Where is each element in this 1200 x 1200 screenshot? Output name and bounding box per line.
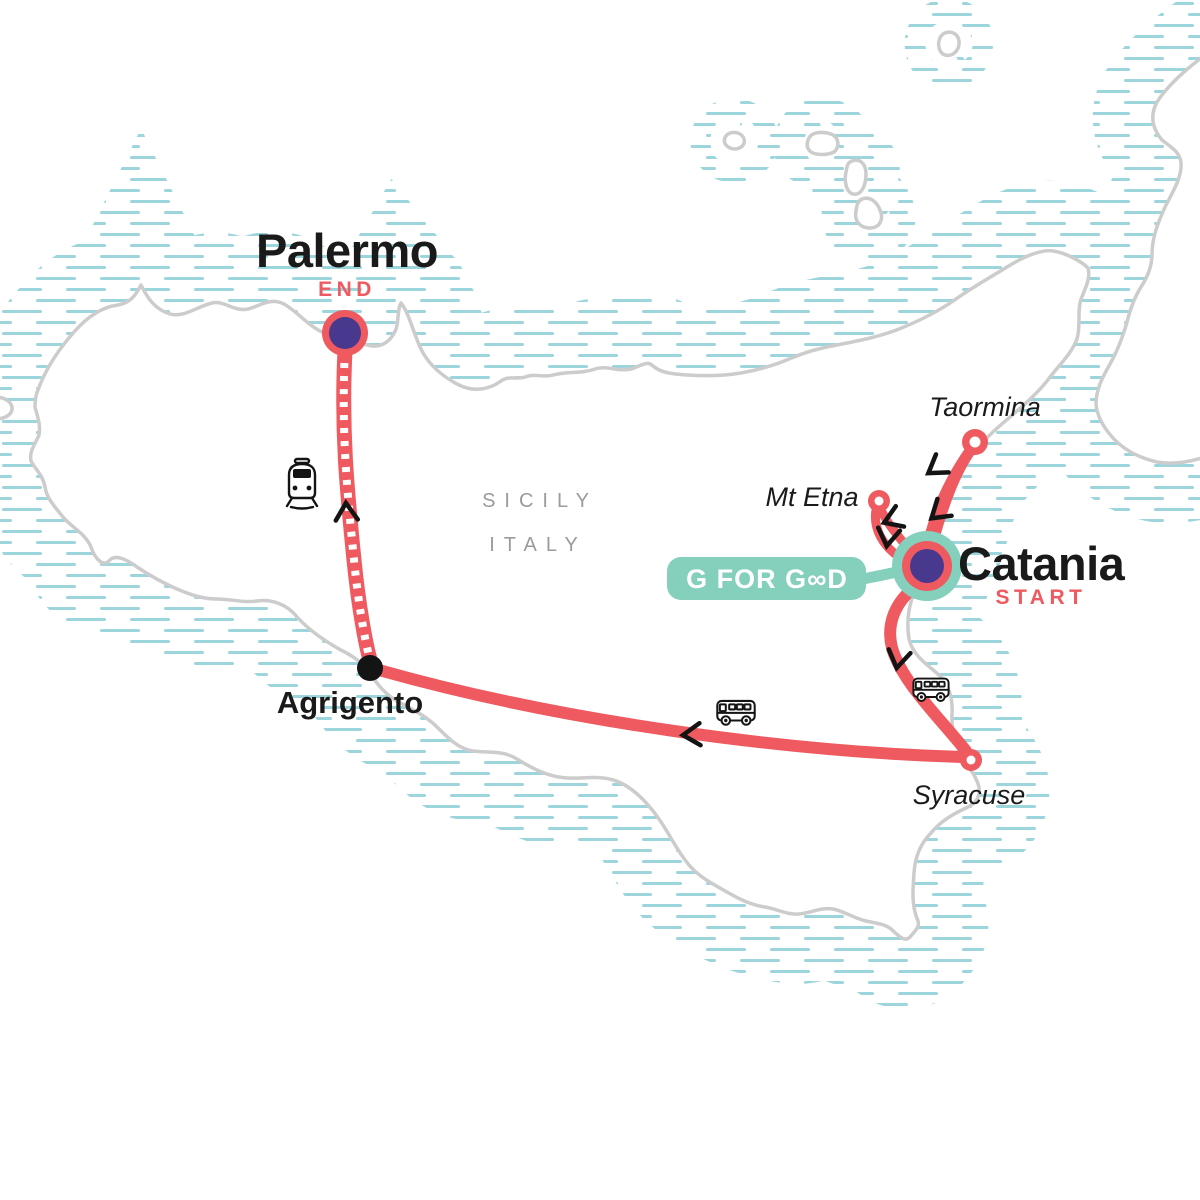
direction-arrow	[875, 525, 903, 551]
syracuse-marker	[960, 749, 982, 771]
stop-markers	[322, 310, 988, 771]
route-agrigento-syracuse	[366, 662, 969, 763]
palermo-end-tag: END	[318, 278, 376, 301]
stop-labels: Palermo END Catania START Agrigento Taor…	[256, 224, 1126, 810]
direction-arrow	[928, 496, 954, 521]
direction-arrow	[880, 503, 907, 529]
train-icon	[285, 457, 319, 510]
bus-icon	[716, 699, 756, 726]
direction-arrow	[678, 720, 703, 748]
region-label-italy: ITALY	[489, 534, 587, 556]
taormina-marker	[962, 429, 988, 455]
agrigento-label: Agrigento	[277, 685, 423, 720]
mt-etna-label: Mt Etna	[765, 482, 858, 512]
direction-arrow	[924, 452, 951, 476]
mt-etna-marker	[868, 490, 890, 512]
region-label-sicily: SICILY	[482, 490, 598, 512]
route-catania-taormina-back	[923, 447, 973, 545]
catania-label: Catania	[958, 537, 1126, 590]
bus-icon	[912, 677, 950, 702]
taormina-label: Taormina	[929, 392, 1041, 422]
direction-arrows	[333, 452, 954, 748]
direction-arrow	[333, 498, 361, 523]
palermo-label: Palermo	[256, 224, 438, 277]
agrigento-marker	[357, 655, 383, 681]
route-syracuse-catania	[884, 580, 972, 757]
g-for-good-label: G FOR G∞D	[686, 564, 848, 594]
catania-start-tag: START	[996, 586, 1087, 609]
g-for-good-badge: G FOR G∞D	[667, 557, 866, 600]
palermo-end-marker	[322, 310, 368, 356]
catania-start-marker	[892, 531, 962, 601]
direction-arrow	[886, 647, 913, 673]
route-rail-ties	[339, 349, 374, 662]
syracuse-label: Syracuse	[913, 780, 1026, 810]
